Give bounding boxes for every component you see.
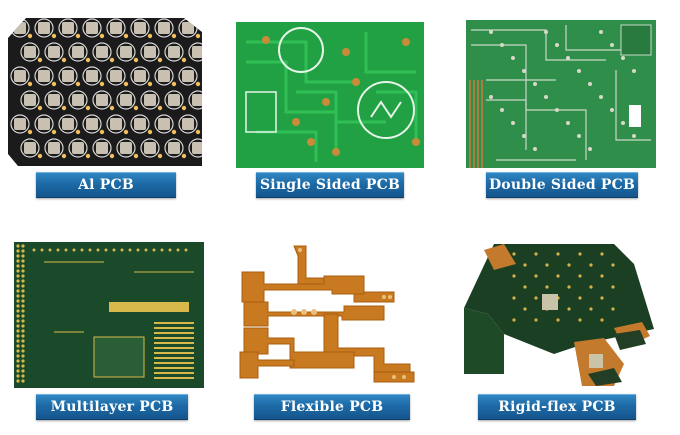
- rigid-flex-pcb-label: Rigid-flex PCB: [478, 394, 636, 420]
- rigid-flex-pcb-image: [464, 244, 660, 386]
- single-sided-pcb-label: Single Sided PCB: [256, 172, 404, 198]
- double-sided-pcb-label: Double Sided PCB: [486, 172, 638, 198]
- al-pcb-image: [8, 18, 202, 166]
- single-sided-pcb-image: [236, 22, 424, 168]
- flexible-pcb-image: [234, 244, 430, 386]
- double-sided-pcb-image: [466, 20, 656, 168]
- flexible-pcb-label: Flexible PCB: [254, 394, 410, 420]
- al-pcb-label: Al PCB: [36, 172, 176, 198]
- multilayer-pcb-label: Multilayer PCB: [36, 394, 188, 420]
- multilayer-pcb-image: [14, 242, 204, 388]
